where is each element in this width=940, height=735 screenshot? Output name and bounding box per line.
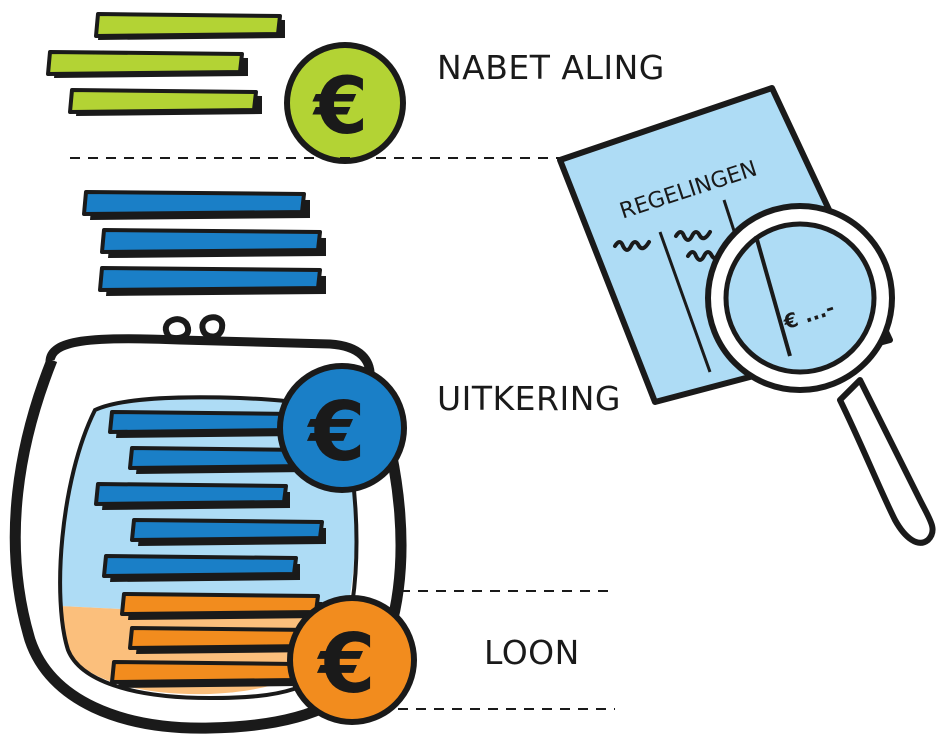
label-loon: LOON — [484, 633, 580, 672]
wallet-blue-bills — [94, 410, 326, 582]
wallet-orange-bills — [110, 592, 322, 688]
scribble — [613, 240, 651, 252]
green-bill-stack — [46, 12, 285, 116]
blue-bill — [108, 410, 300, 438]
euro-coin-icon: € — [284, 42, 406, 164]
blue-bill — [100, 228, 326, 258]
euro-coin-icon: € — [287, 595, 417, 725]
green-bill — [68, 88, 262, 116]
blue-bill — [98, 266, 326, 296]
euro-symbol: € — [312, 62, 368, 152]
blue-bill — [102, 554, 300, 582]
euro-symbol: € — [306, 385, 365, 480]
orange-bill — [120, 592, 322, 620]
label-uitkering: UITKERING — [437, 379, 621, 418]
euro-symbol: € — [316, 617, 375, 712]
document-column-line — [658, 231, 712, 373]
blue-bill-stack — [82, 190, 326, 296]
orange-bill — [110, 660, 300, 688]
label-nabetaling: NABET ALING — [437, 48, 665, 87]
scribble — [674, 230, 712, 242]
euro-coin-icon: € — [277, 363, 407, 493]
magnified-column-line — [754, 235, 792, 357]
green-bill — [94, 12, 285, 40]
green-bill — [46, 50, 248, 78]
magnifier-icon: € ...- — [705, 203, 936, 546]
blue-bill — [82, 190, 310, 220]
blue-bill — [94, 482, 290, 510]
blue-bill — [130, 518, 326, 546]
